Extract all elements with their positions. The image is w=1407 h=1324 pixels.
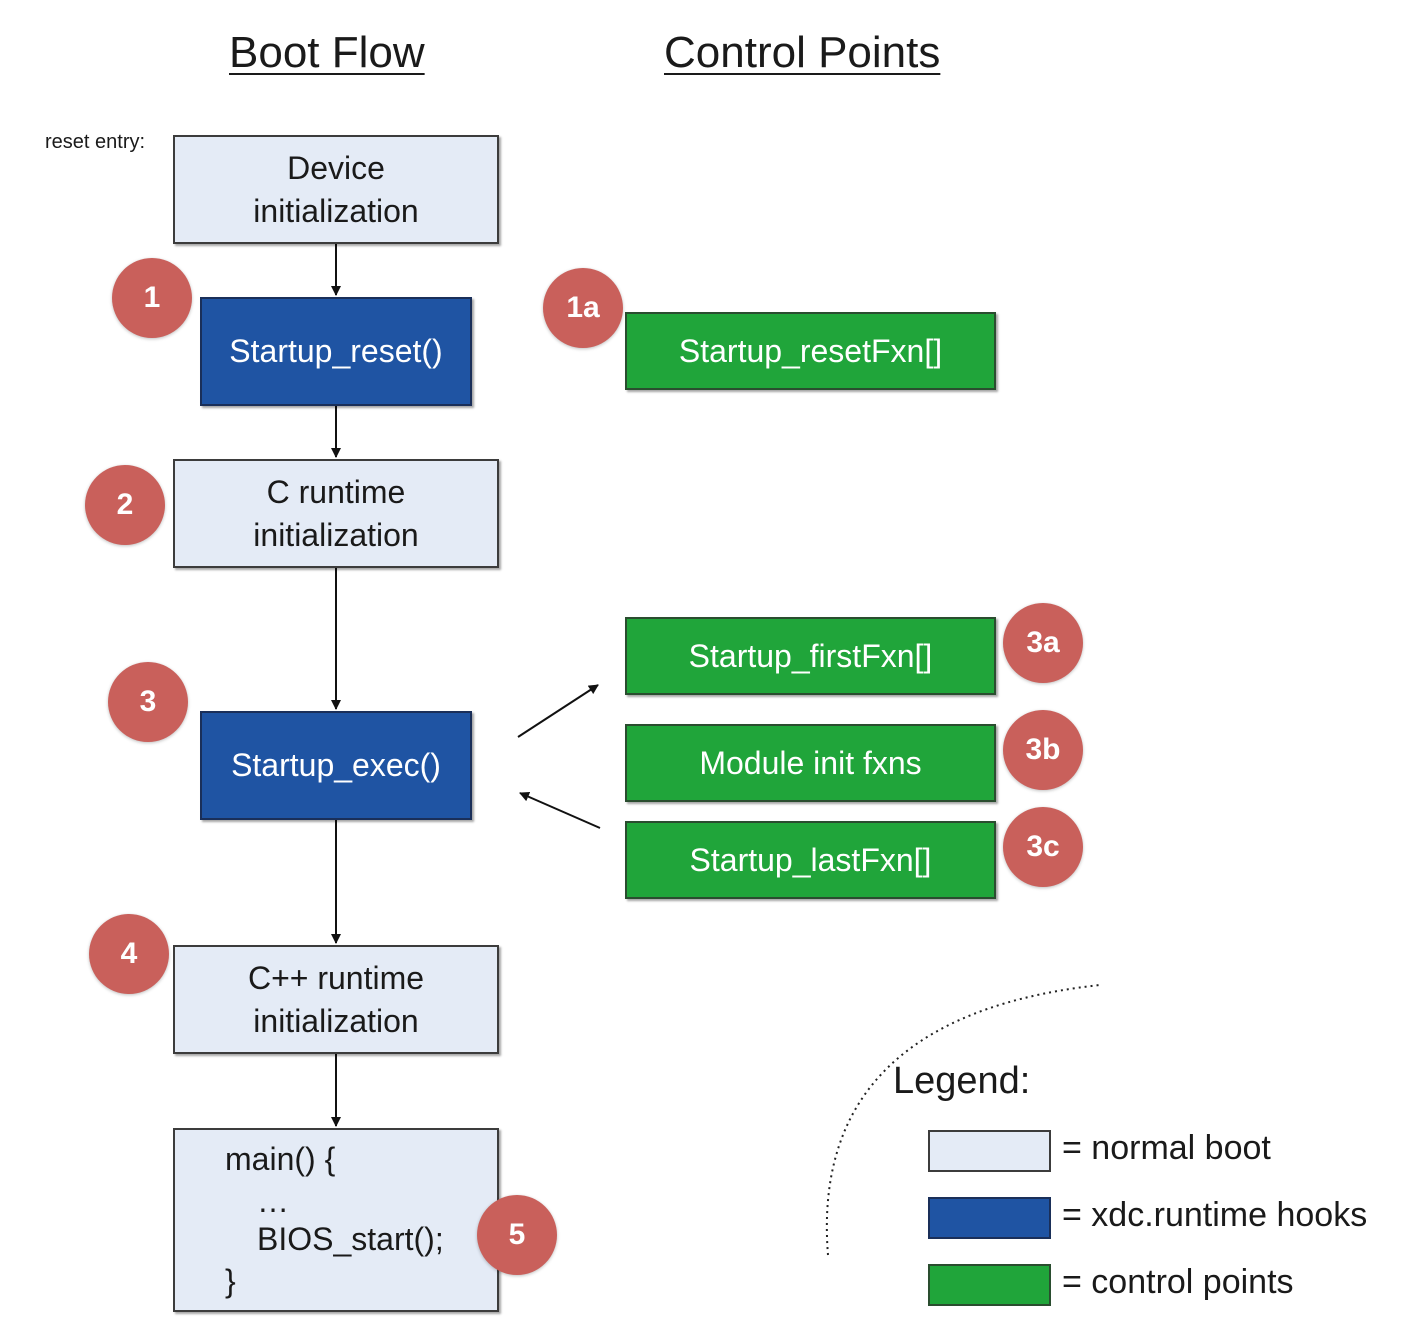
startup-firstfxn-box: Startup_firstFxn[] <box>625 617 996 695</box>
c-runtime-initialization-box: C runtime initialization <box>173 459 499 568</box>
arrow-control-points-to-exec <box>519 792 601 829</box>
device-initialization-box: Device initialization <box>173 135 499 244</box>
legend-label-normal-boot: = normal boot <box>1062 1129 1271 1167</box>
startup-lastfxn-box: Startup_lastFxn[] <box>625 821 996 899</box>
legend-title: Legend: <box>893 1060 1031 1102</box>
main-line-1: main() { <box>225 1141 336 1177</box>
main-function-box: main() { … BIOS_start(); } <box>173 1128 499 1312</box>
boot-flow-heading: Boot Flow <box>229 28 425 77</box>
legend-swatch-control-points <box>928 1264 1051 1306</box>
step-badge-5: 5 <box>477 1195 557 1275</box>
step-badge-1a: 1a <box>543 268 623 348</box>
step-badge-1: 1 <box>112 258 192 338</box>
legend-label-control-points: = control points <box>1062 1263 1294 1301</box>
legend-swatch-normal-boot <box>928 1130 1051 1172</box>
startup-exec-label: Startup_exec() <box>231 747 441 783</box>
startup-reset-label: Startup_reset() <box>229 333 443 369</box>
legend-label-runtime-hooks: = xdc.runtime hooks <box>1062 1196 1368 1234</box>
step-badge-4: 4 <box>89 914 169 994</box>
startup-reset-box: Startup_reset() <box>200 297 472 406</box>
module-init-fxns-box: Module init fxns <box>625 724 996 802</box>
device-initialization-label: Device initialization <box>253 149 419 229</box>
step-badge-3: 3 <box>108 662 188 742</box>
main-line-close: } <box>225 1263 236 1299</box>
legend-dotted-curve <box>825 984 1101 1256</box>
startup-lastfxn-label: Startup_lastFxn[] <box>689 841 932 878</box>
control-points-heading: Control Points <box>664 28 941 77</box>
step-badge-3a: 3a <box>1003 603 1083 683</box>
main-line-ellipsis: … <box>257 1183 289 1219</box>
startup-firstfxn-label: Startup_firstFxn[] <box>688 637 933 674</box>
step-badge-3c: 3c <box>1003 807 1083 887</box>
legend-swatch-runtime-hooks <box>928 1197 1051 1239</box>
reset-entry-label: reset entry: <box>45 131 146 153</box>
cpp-runtime-initialization-box: C++ runtime initialization <box>173 945 499 1054</box>
step-badge-3b: 3b <box>1003 710 1083 790</box>
c-runtime-initialization-label: C runtime initialization <box>253 473 419 553</box>
arrow-exec-to-control-points <box>517 684 599 738</box>
main-line-bios-start: BIOS_start(); <box>257 1221 444 1257</box>
startup-resetfxn-label: Startup_resetFxn[] <box>678 332 943 369</box>
startup-resetfxn-box: Startup_resetFxn[] <box>625 312 996 390</box>
module-init-fxns-label: Module init fxns <box>699 744 922 781</box>
startup-exec-box: Startup_exec() <box>200 711 472 820</box>
step-badge-2: 2 <box>85 465 165 545</box>
cpp-runtime-initialization-label: C++ runtime initialization <box>247 959 425 1039</box>
